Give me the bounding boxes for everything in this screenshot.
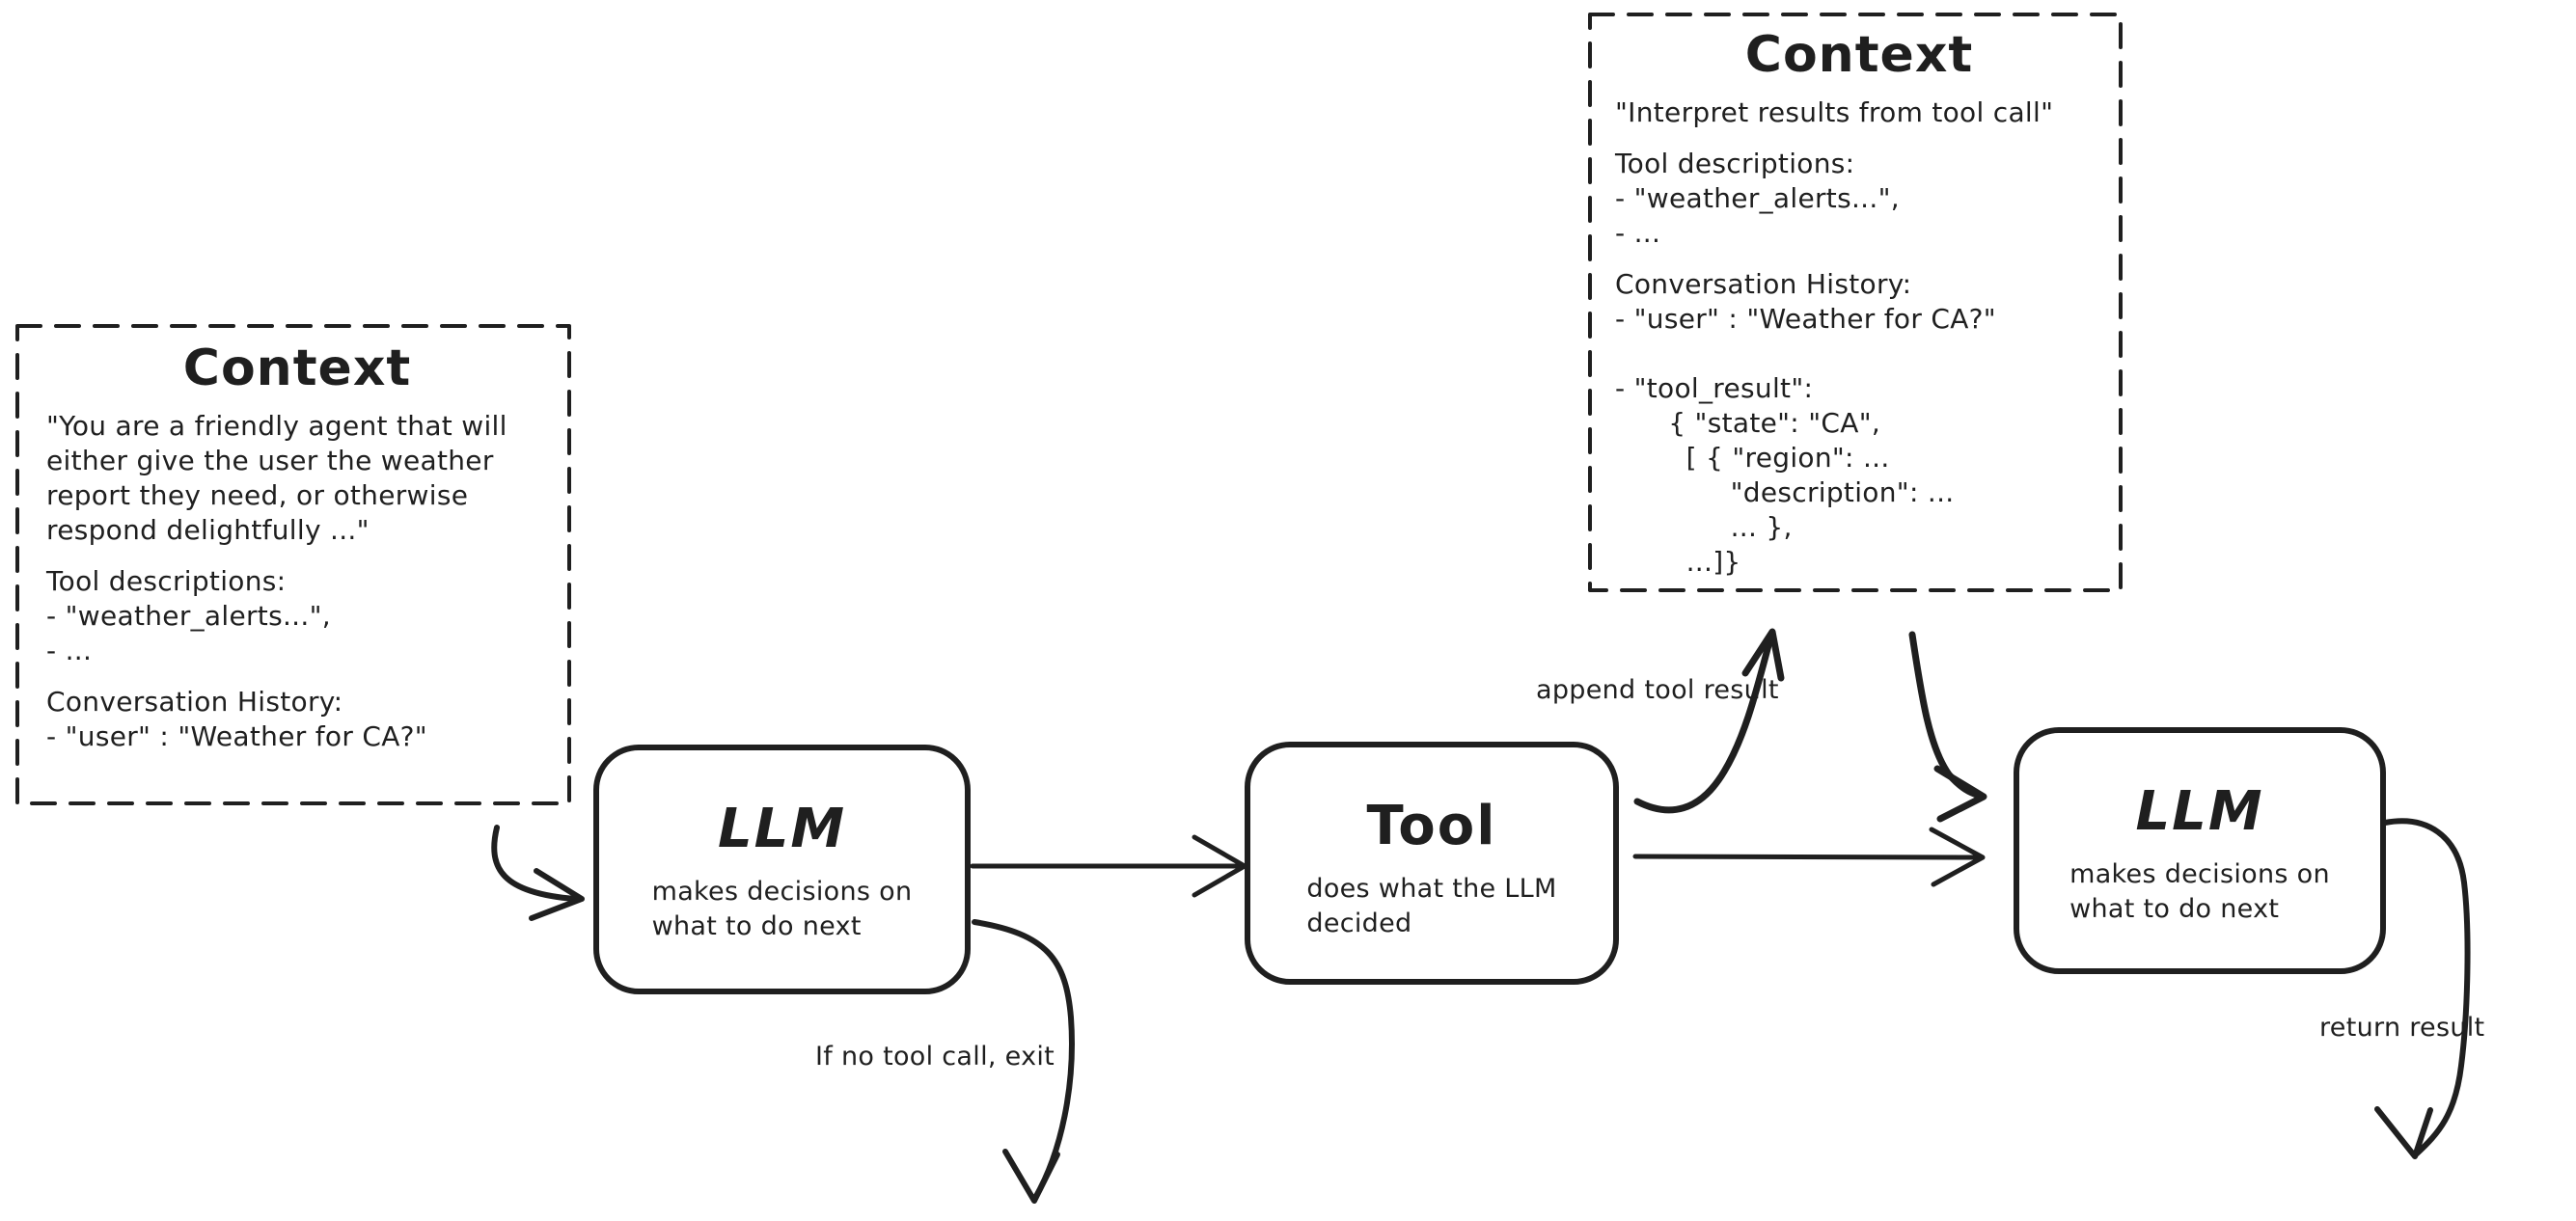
context-box-top-right: Context "Interpret results from tool cal… — [1590, 14, 2121, 590]
llm2-node: LLM makes decisions on what to do next — [2016, 730, 2383, 971]
tool-node-box — [1245, 742, 1619, 985]
context-top-right-tool-descriptions: Tool descriptions: - "weather_alerts..."… — [1615, 148, 1900, 249]
tool-node-subtitle: does what the LLM decided — [1306, 874, 1557, 938]
context-left-title: Context — [182, 339, 412, 397]
arrow-context-left-to-llm1 — [491, 825, 585, 921]
llm2-node-box — [2014, 727, 2386, 974]
llm2-node-subtitle: makes decisions on what to do next — [2069, 859, 2330, 924]
tool-node: Tool does what the LLM decided — [1247, 745, 1616, 982]
tool-node-title: Tool — [1366, 795, 1497, 857]
arrow-llm2-return-result — [2374, 818, 2471, 1159]
context-left-tool-descriptions: Tool descriptions: - "weather_alerts..."… — [46, 565, 331, 666]
context-top-right-title: Context — [1744, 26, 1974, 84]
arrow-llm1-exit — [972, 919, 1075, 1204]
arrow-tool-to-context-top-right — [1633, 628, 1785, 814]
arrow-context-top-right-to-llm2 — [1908, 631, 1987, 823]
if-no-tool-call-exit-label: If no tool call, exit — [815, 1042, 1055, 1072]
context-left-conversation-history: Conversation History: - "user" : "Weathe… — [46, 686, 427, 752]
llm1-node: LLM makes decisions on what to do next — [596, 747, 968, 991]
arrow-llm1-to-tool — [970, 834, 1247, 898]
llm1-node-title: LLM — [717, 798, 847, 860]
llm2-node-title: LLM — [2135, 780, 2264, 843]
context-left-border — [15, 324, 571, 805]
context-top-right-border — [1588, 13, 2123, 592]
context-left-system-prompt: "You are a friendly agent that will eith… — [46, 410, 507, 546]
append-tool-result-label: append tool result — [1536, 675, 1779, 705]
arrow-tool-to-llm2 — [1632, 827, 1986, 887]
context-top-right-system-prompt: "Interpret results from tool call" — [1615, 96, 2054, 128]
return-result-label: return result — [2319, 1013, 2485, 1043]
llm1-node-box — [593, 745, 971, 994]
context-top-right-conversation-history: Conversation History: - "user" : "Weathe… — [1615, 268, 1996, 578]
llm1-node-subtitle: makes decisions on what to do next — [651, 877, 913, 941]
context-box-left: Context "You are a friendly agent that w… — [17, 326, 569, 803]
